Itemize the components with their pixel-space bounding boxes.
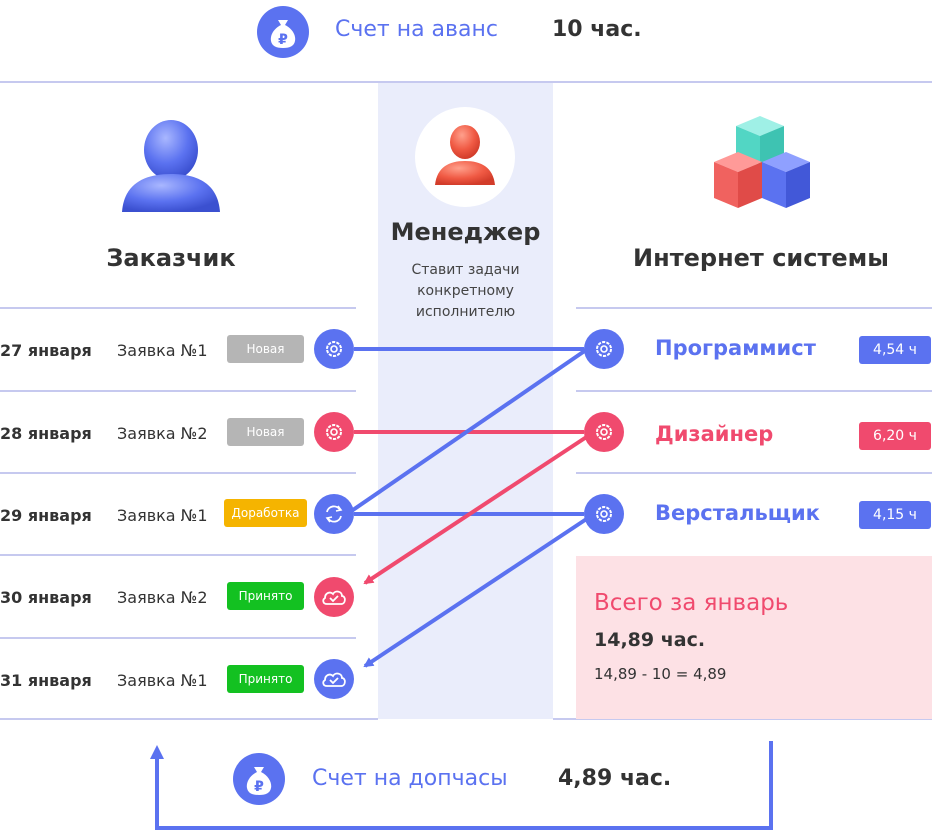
cubes-icon	[710, 112, 814, 220]
status-badge: Новая	[227, 335, 304, 363]
worker-name: Верстальщик	[655, 501, 820, 525]
worker-name: Дизайнер	[655, 422, 774, 446]
extra-hours-invoice-value: 4,89 час.	[558, 766, 672, 791]
link-line	[348, 348, 588, 514]
money-bag-icon: ₽	[257, 6, 309, 58]
status-badge: Принято	[227, 665, 304, 693]
arrow-line	[363, 434, 590, 585]
manager-description-line: Ставит задачи	[411, 262, 520, 278]
row-divider	[0, 390, 356, 392]
advance-invoice-label: Счет на аванс	[335, 17, 498, 42]
header-divider	[0, 81, 932, 83]
row-divider	[576, 307, 932, 309]
manager-description: Ставит задачи конкретному исполнителю	[378, 260, 553, 323]
row-divider	[0, 472, 356, 474]
return-arrow	[150, 741, 773, 830]
manager-description-line: конкретному	[417, 283, 514, 299]
row-divider	[576, 472, 932, 474]
customer-title: Заказчик	[106, 244, 236, 272]
status-badge: Доработка	[224, 499, 307, 527]
worker-name: Программист	[655, 336, 816, 360]
money-bag-icon: ₽	[233, 753, 285, 805]
row-divider	[0, 637, 356, 639]
refresh-icon	[314, 494, 354, 534]
svg-text:₽: ₽	[278, 32, 288, 48]
gear-icon	[314, 329, 354, 369]
request-name: Заявка №1	[117, 671, 208, 690]
manager-user-icon	[435, 125, 495, 185]
hours-badge: 6,20 ч	[859, 422, 931, 450]
request-date: 27 января	[0, 341, 92, 360]
status-badge: Новая	[227, 418, 304, 446]
extra-hours-invoice-label: Счет на допчасы	[312, 766, 508, 791]
advance-invoice-value: 10 час.	[552, 17, 642, 42]
total-title: Всего за январь	[594, 590, 789, 616]
hours-badge: 4,54 ч	[859, 336, 931, 364]
cloud-check-icon	[314, 577, 354, 617]
gear-icon	[584, 329, 624, 369]
row-divider	[576, 390, 932, 392]
request-date: 29 января	[0, 506, 92, 525]
gear-icon	[584, 494, 624, 534]
total-hours: 14,89 час.	[594, 629, 706, 651]
row-divider	[0, 554, 356, 556]
request-name: Заявка №1	[117, 341, 208, 360]
request-name: Заявка №2	[117, 424, 208, 443]
request-name: Заявка №2	[117, 588, 208, 607]
manager-avatar	[415, 107, 515, 207]
gear-icon	[584, 412, 624, 452]
manager-description-line: исполнителю	[415, 304, 516, 320]
request-date: 28 января	[0, 424, 92, 443]
arrow-line	[363, 516, 590, 668]
request-name: Заявка №1	[117, 506, 208, 525]
request-date: 30 января	[0, 588, 92, 607]
systems-title: Интернет системы	[633, 244, 889, 272]
svg-text:₽: ₽	[254, 779, 264, 795]
hours-badge: 4,15 ч	[859, 501, 931, 529]
total-summary: Всего за январь 14,89 час. 14,89 - 10 = …	[576, 556, 932, 719]
row-divider	[0, 307, 356, 309]
status-badge: Принято	[227, 582, 304, 610]
row-divider	[0, 718, 378, 720]
customer-user-icon	[120, 112, 222, 218]
manager-title: Менеджер	[390, 218, 541, 246]
row-divider	[553, 718, 932, 720]
cloud-check-icon	[314, 659, 354, 699]
gear-icon	[314, 412, 354, 452]
request-date: 31 января	[0, 671, 92, 690]
total-formula: 14,89 - 10 = 4,89	[594, 665, 727, 683]
